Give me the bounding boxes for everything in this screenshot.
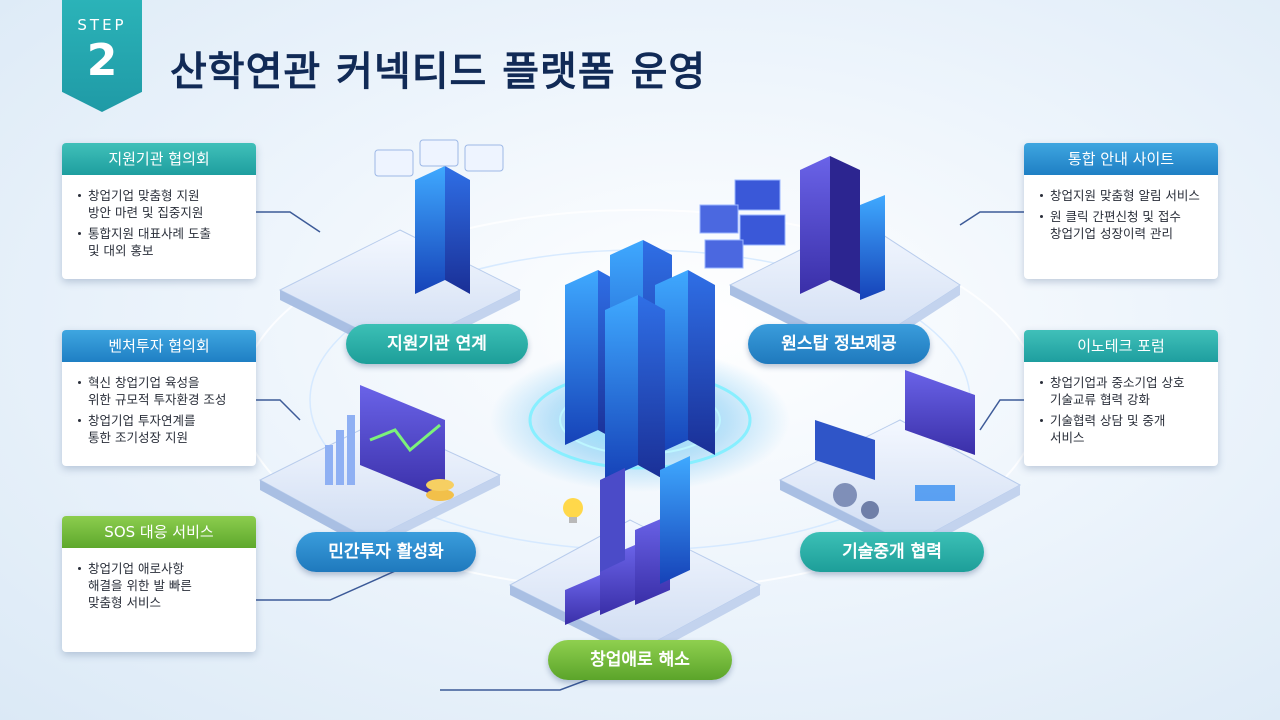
panel-venture-council: 벤처투자 협의회 혁신 창업기업 육성을 위한 규모적 투자환경 조성 창업기업… [62,330,256,466]
step-number: 2 [86,35,118,86]
step-badge: STEP 2 [62,0,142,112]
growth-chart-icon [325,385,454,501]
panel-integrated-site: 통합 안내 사이트 창업지원 맞춤형 알림 서비스 원 클릭 간편신청 및 접수… [1024,143,1218,279]
gears-icon [815,370,975,519]
panel-item: 기술협력 상담 및 중개 서비스 [1040,412,1208,446]
hub-private-investment: 민간투자 활성화 [296,532,476,572]
panel-item: 창업지원 맞춤형 알림 서비스 [1040,187,1208,204]
panel-support-council: 지원기관 협의회 창업기업 맞춤형 지원 방안 마련 및 집중지원 통합지원 대… [62,143,256,279]
panel-item: 창업기업 애로사항 해결을 위한 발 빠른 맞춤형 서비스 [78,560,246,611]
panel-item: 창업기업 맞춤형 지원 방안 마련 및 집중지원 [78,187,246,221]
panel-title: 지원기관 협의회 [62,143,256,175]
panel-title: SOS 대응 서비스 [62,516,256,548]
panel-title: 이노테크 포럼 [1024,330,1218,362]
city-towers-icon [565,240,715,480]
hub-startup-relief: 창업애로 해소 [548,640,732,680]
hub-onestop-info: 원스탑 정보제공 [748,324,930,364]
video-conference-icon [699,156,885,300]
hub-support-link: 지원기관 연계 [346,324,528,364]
panel-sos-service: SOS 대응 서비스 창업기업 애로사항 해결을 위한 발 빠른 맞춤형 서비스 [62,516,256,652]
step-label: STEP [77,16,127,34]
panel-item: 창업기업 투자연계를 통한 조기성장 지원 [78,412,246,446]
hub-tech-brokerage: 기술중개 협력 [800,532,984,572]
panel-innotech-forum: 이노테크 포럼 창업기업과 중소기업 상호 기술교류 협력 강화 기술협력 상담… [1024,330,1218,466]
panel-item: 창업기업과 중소기업 상호 기술교류 협력 강화 [1040,374,1208,408]
page-title: 산학연관 커넥티드 플랫폼 운영 [170,49,707,95]
panel-item: 혁신 창업기업 육성을 위한 규모적 투자환경 조성 [78,374,246,408]
panel-title: 벤처투자 협의회 [62,330,256,362]
lightbulb-icon [563,456,690,625]
panel-item: 통합지원 대표사례 도출 및 대외 홍보 [78,225,246,259]
panel-item: 원 클릭 간편신청 및 접수 창업기업 성장이력 관리 [1040,208,1208,242]
panel-title: 통합 안내 사이트 [1024,143,1218,175]
office-building-icon [374,139,504,294]
